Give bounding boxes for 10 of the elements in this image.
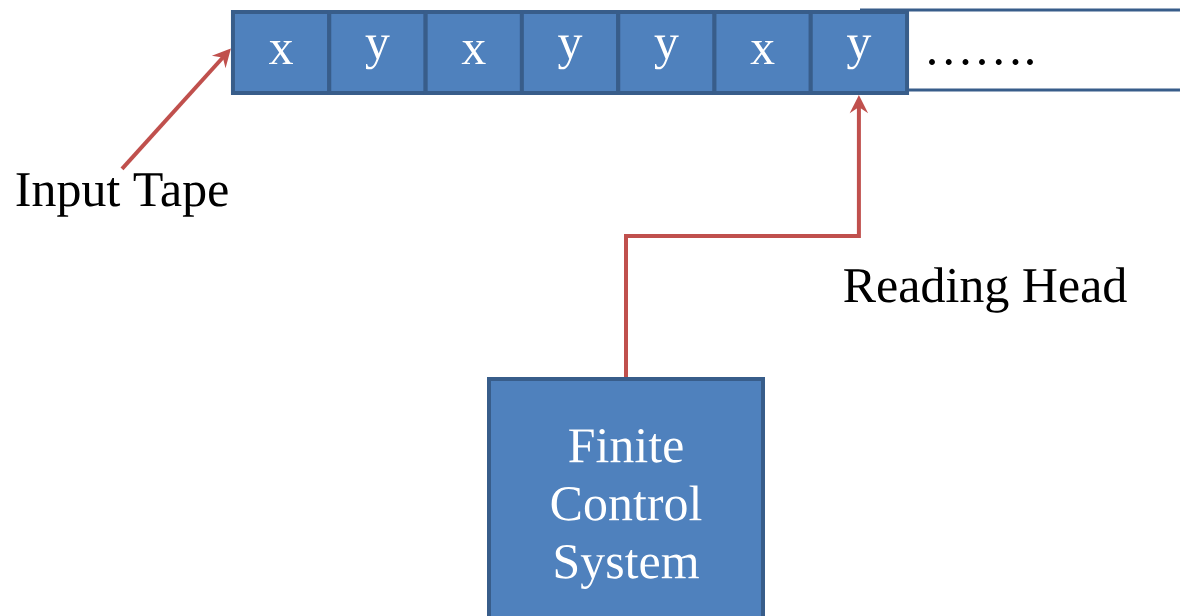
tape-cell: y xyxy=(616,10,717,95)
tape-cell: x xyxy=(712,10,813,95)
control-box: Finite Control System xyxy=(487,377,765,616)
tape-cell: y xyxy=(808,10,910,95)
tape-cell: x xyxy=(230,10,332,95)
tape-cell: x xyxy=(423,10,524,95)
edge-label: Reading Head xyxy=(844,267,1127,313)
tape-cell: y xyxy=(519,10,621,95)
tape-cell: y xyxy=(327,10,428,95)
tape-label: Input Tape xyxy=(16,173,228,217)
